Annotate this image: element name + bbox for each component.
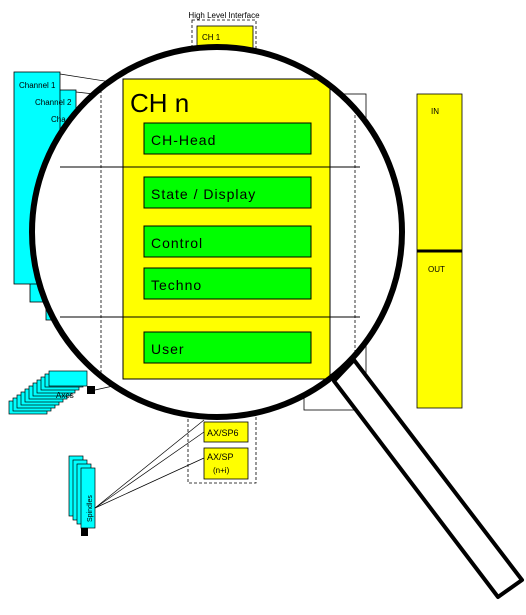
magnifier-rim: [29, 44, 405, 420]
spindle-line: [94, 431, 205, 509]
magnifier-handle[interactable]: [332, 358, 524, 599]
magnified-channel: CH n CH-Head State / Display Control Tec…: [60, 60, 360, 400]
spindles-label: Spindles: [87, 495, 94, 522]
techno-block[interactable]: [143, 267, 312, 300]
user-block[interactable]: [143, 331, 312, 364]
spindle-line: [94, 457, 205, 509]
spindle-line: [94, 419, 205, 509]
axsp-n-label-line1: AX/SP: [207, 452, 234, 462]
ch-head-block[interactable]: [143, 122, 312, 155]
axes-stack[interactable]: [8, 370, 95, 415]
io-out-label: OUT: [428, 265, 445, 274]
axsp-column-outline: [187, 404, 257, 484]
axes-connector: [87, 386, 95, 394]
high-level-interface-label: High Level Interface: [188, 11, 260, 20]
channel-1-label: Channel 1: [19, 81, 56, 90]
control-label: Control: [151, 235, 203, 251]
spindles-stack[interactable]: [68, 455, 96, 536]
ch1-label: CH 1: [202, 33, 221, 42]
state-display-label: State / Display: [151, 186, 256, 202]
state-display-block[interactable]: [143, 176, 312, 209]
user-label: User: [151, 341, 185, 357]
channel-2-label: Channel 2: [35, 98, 72, 107]
control-block[interactable]: [143, 225, 312, 258]
axes-label: Axes: [56, 391, 74, 400]
axsp-n-box[interactable]: [203, 447, 249, 480]
channel-3-label: Cha: [51, 115, 66, 124]
spindle-connector: [81, 528, 88, 536]
io-in-label: IN: [431, 107, 439, 116]
ch-n-title: CH n: [130, 88, 189, 118]
techno-label: Techno: [151, 277, 202, 293]
ch-head-label: CH-Head: [151, 132, 216, 148]
axsp6-label: AX/SP6: [207, 428, 239, 438]
axsp-n-label-line2: (n+i): [213, 466, 230, 475]
